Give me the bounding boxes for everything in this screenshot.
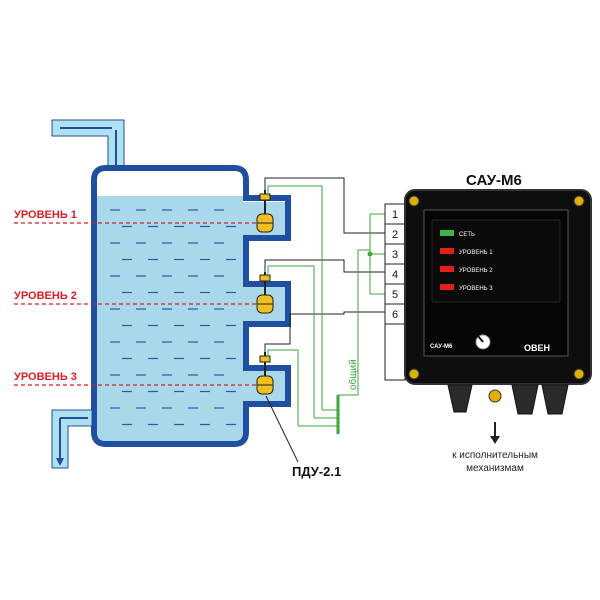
cable-gland-3 bbox=[541, 384, 569, 415]
liquid bbox=[97, 196, 285, 441]
level-3: УРОВЕНЬ 3 bbox=[14, 371, 272, 386]
level-2-label: УРОВЕНЬ 2 bbox=[14, 290, 77, 302]
outlet-pipe bbox=[51, 409, 93, 469]
terminal-label: 6 bbox=[392, 309, 398, 321]
liquid-ripples bbox=[110, 209, 236, 426]
tank bbox=[91, 165, 291, 447]
terminal-block: 1 2 3 4 5 6 bbox=[384, 203, 406, 381]
indicator-led-1 bbox=[440, 230, 454, 236]
level-1-label: УРОВЕНЬ 1 bbox=[14, 209, 77, 221]
screw-br bbox=[573, 368, 585, 380]
level-3-label: УРОВЕНЬ 3 bbox=[14, 371, 77, 383]
sensor-pointer bbox=[265, 395, 299, 463]
terminal-label: 3 bbox=[392, 249, 398, 261]
indicator-led-4 bbox=[440, 284, 454, 290]
float-sensor-1 bbox=[256, 190, 274, 233]
screw-bl bbox=[408, 368, 420, 380]
terminal-label: 4 bbox=[392, 269, 398, 281]
screw-tl bbox=[408, 195, 420, 207]
device-title: САУ-М6 bbox=[466, 172, 522, 189]
panel-model-label: САУ-М6 bbox=[430, 344, 453, 350]
brand-logo: ОВЕН bbox=[524, 343, 550, 353]
float-sensor-2 bbox=[256, 272, 274, 314]
terminal-label: 1 bbox=[392, 209, 398, 221]
indicator-label-3: УРОВЕНЬ 2 bbox=[459, 268, 493, 274]
output-label-line-2: механизмам bbox=[466, 463, 524, 474]
indicator-label-2: УРОВЕНЬ 1 bbox=[459, 250, 493, 256]
junction-dot bbox=[367, 251, 373, 257]
output-arrow bbox=[490, 422, 500, 444]
output-label-line-1: к исполнительным bbox=[452, 450, 538, 461]
knob-pointer bbox=[477, 335, 484, 343]
indicator-label-1: СЕТЬ bbox=[459, 232, 475, 238]
cable-gland-4 bbox=[488, 389, 502, 403]
common-label: общий bbox=[347, 359, 359, 390]
float-sensor-3 bbox=[256, 352, 274, 395]
terminal-label: 5 bbox=[392, 289, 398, 301]
controller-device: СЕТЬ УРОВЕНЬ 1 УРОВЕНЬ 2 УРОВЕНЬ 3 САУ-М6 О… bbox=[404, 189, 592, 415]
cable-gland-2 bbox=[511, 384, 539, 415]
cable-gland-1 bbox=[447, 384, 473, 413]
indicator-list: СЕТЬ УРОВЕНЬ 1 УРОВЕНЬ 2 УРОВЕНЬ 3 bbox=[440, 230, 493, 292]
indicator-led-2 bbox=[440, 248, 454, 254]
sensor-label: ПДУ-2.1 bbox=[292, 464, 341, 479]
indicator-label-4: УРОВЕНЬ 3 bbox=[459, 286, 493, 292]
terminal-block-body bbox=[384, 323, 406, 381]
common-wires bbox=[267, 185, 385, 427]
screw-tr bbox=[573, 195, 585, 207]
level-1: УРОВЕНЬ 1 bbox=[14, 209, 272, 224]
terminal-label: 2 bbox=[392, 229, 398, 241]
indicator-led-3 bbox=[440, 266, 454, 272]
level-2: УРОВЕНЬ 2 bbox=[14, 290, 272, 305]
